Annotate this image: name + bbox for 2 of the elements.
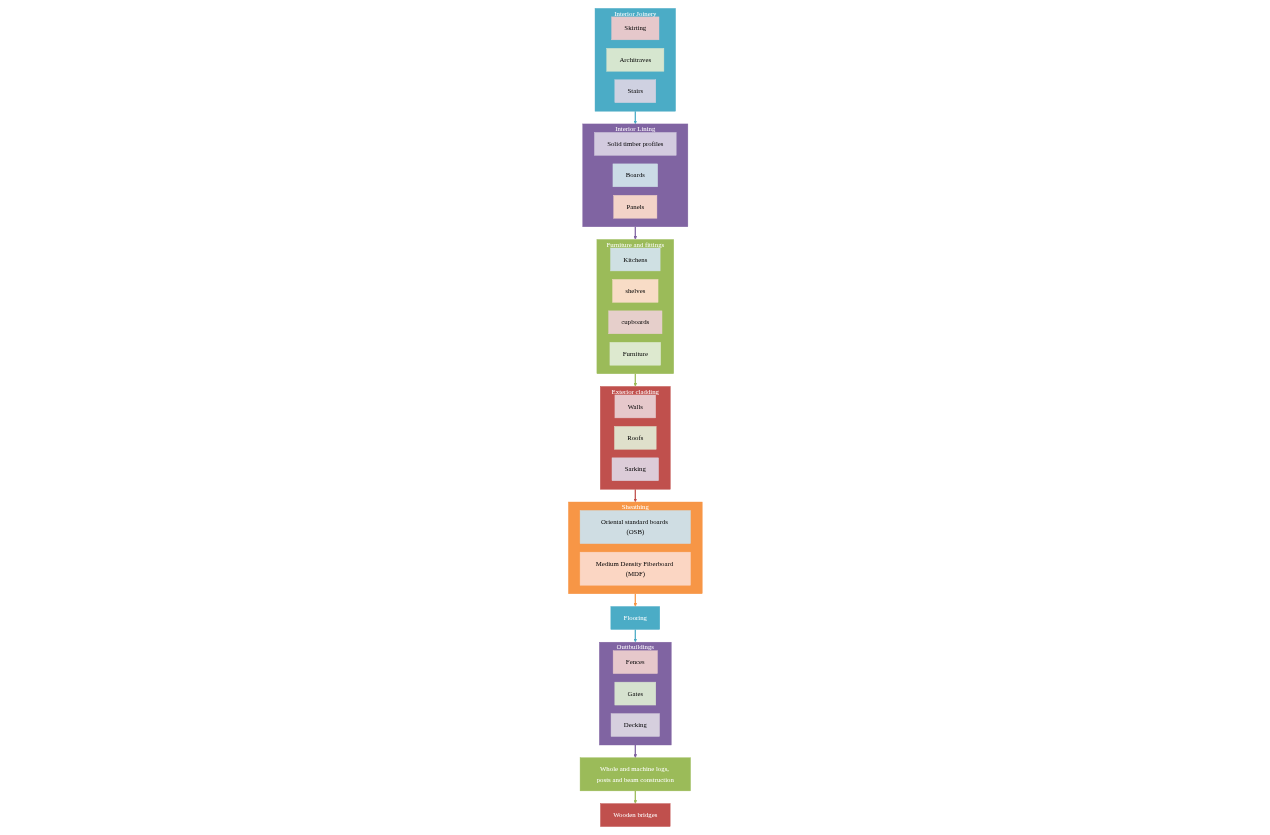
- arrow: [633, 593, 637, 607]
- arrow: [633, 744, 637, 758]
